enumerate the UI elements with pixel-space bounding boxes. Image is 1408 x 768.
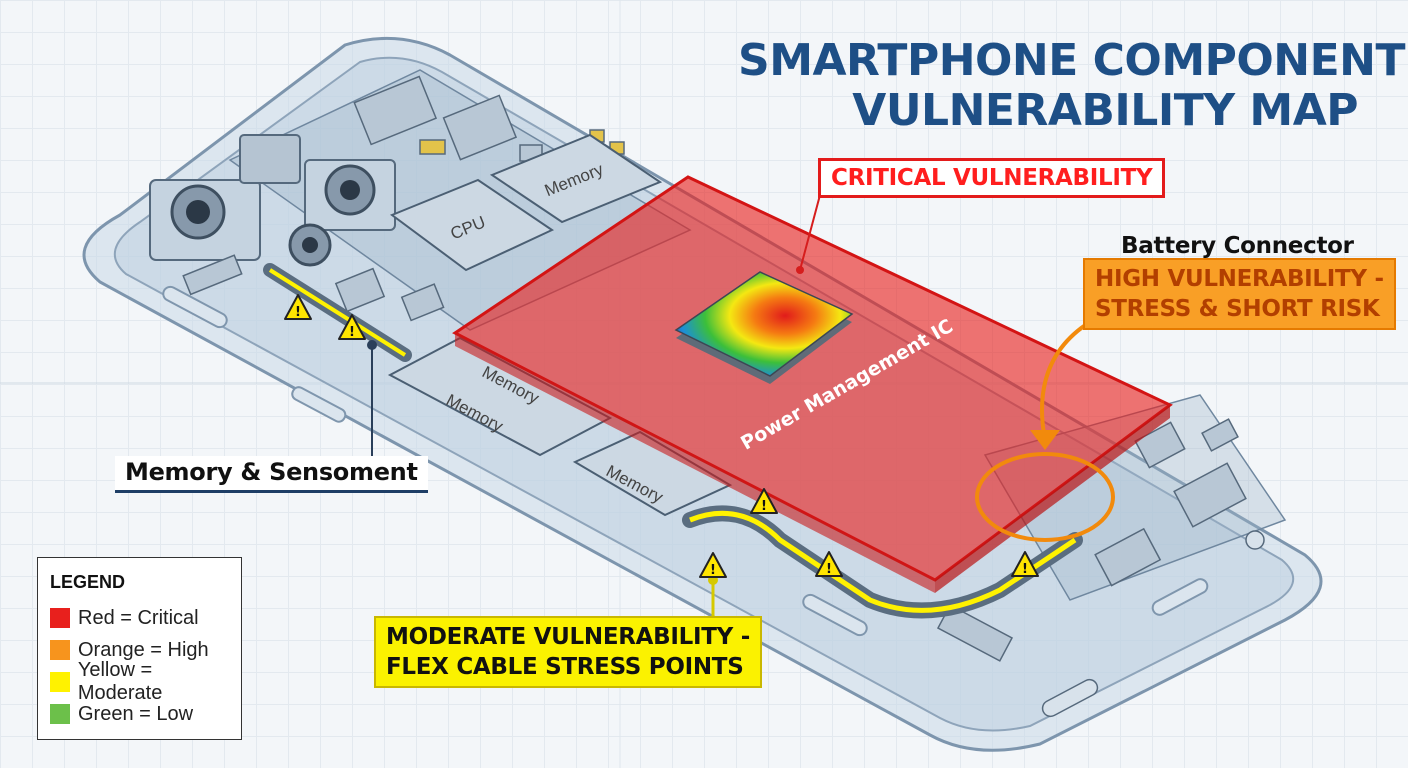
battery-connector-label: Battery Connector xyxy=(1121,233,1354,259)
warning-icon: ! xyxy=(338,314,366,340)
legend-swatch-orange xyxy=(50,640,70,660)
high-callout-line-2: STRESS & SHORT RISK xyxy=(1095,296,1380,322)
page-title: SMARTPHONE COMPONENT VULNERABILITY MAP xyxy=(738,35,1405,136)
battery-critical-zone xyxy=(452,175,1173,593)
legend-label: Orange = High xyxy=(78,638,209,661)
bottom-board-components xyxy=(936,418,1265,718)
svg-text:!: ! xyxy=(295,305,301,320)
svg-text:!: ! xyxy=(1022,562,1028,577)
legend-label: Red = Critical xyxy=(78,606,199,629)
mainboard-chips xyxy=(182,75,625,322)
flex-cable xyxy=(263,263,1083,619)
legend-item-high: Orange = High xyxy=(50,634,241,666)
warning-icon: ! xyxy=(1011,551,1039,577)
moderate-vulnerability-callout: MODERATE VULNERABILITY - FLEX CABLE STRE… xyxy=(374,616,762,688)
warning-icon: ! xyxy=(815,551,843,577)
svg-text:!: ! xyxy=(761,499,767,514)
moderate-callout-line-1: MODERATE VULNERABILITY - xyxy=(386,624,750,650)
legend-label: Yellow = Moderate xyxy=(77,659,163,704)
moderate-callout-line-2: FLEX CABLE STRESS POINTS xyxy=(386,654,744,680)
svg-text:!: ! xyxy=(826,562,832,577)
title-line-1: SMARTPHONE COMPONENT xyxy=(738,35,1405,86)
svg-text:!: ! xyxy=(349,325,355,340)
warning-icon: ! xyxy=(284,294,312,320)
side-buttons xyxy=(162,285,1209,637)
legend: LEGEND Red = Critical Orange = High Yell… xyxy=(37,557,242,740)
legend-item-low: Green = Low xyxy=(50,698,241,730)
legend-title: LEGEND xyxy=(50,572,126,592)
legend-item-moderate: Yellow = Moderate xyxy=(50,659,241,704)
pmic-heatmap xyxy=(674,271,854,384)
svg-text:!: ! xyxy=(710,563,716,578)
battery-connector-ring xyxy=(975,452,1115,542)
legend-label: Green = Low xyxy=(78,702,194,725)
warning-icon: ! xyxy=(699,552,727,578)
cpu-chip: CPU xyxy=(389,178,555,272)
warning-icon: ! xyxy=(750,488,778,514)
high-vulnerability-callout: HIGH VULNERABILITY - STRESS & SHORT RISK xyxy=(1083,258,1396,330)
critical-callout: CRITICAL VULNERABILITY xyxy=(818,158,1166,198)
legend-swatch-red xyxy=(50,608,70,628)
high-callout-line-1: HIGH VULNERABILITY - xyxy=(1095,266,1384,292)
legend-item-critical: Red = Critical xyxy=(50,602,241,634)
memory-sensor-label: Memory & Sensoment xyxy=(115,456,428,493)
legend-swatch-green xyxy=(50,704,70,724)
legend-swatch-yellow xyxy=(50,672,70,692)
title-line-2: VULNERABILITY MAP xyxy=(852,85,1358,136)
camera-module xyxy=(149,134,396,267)
